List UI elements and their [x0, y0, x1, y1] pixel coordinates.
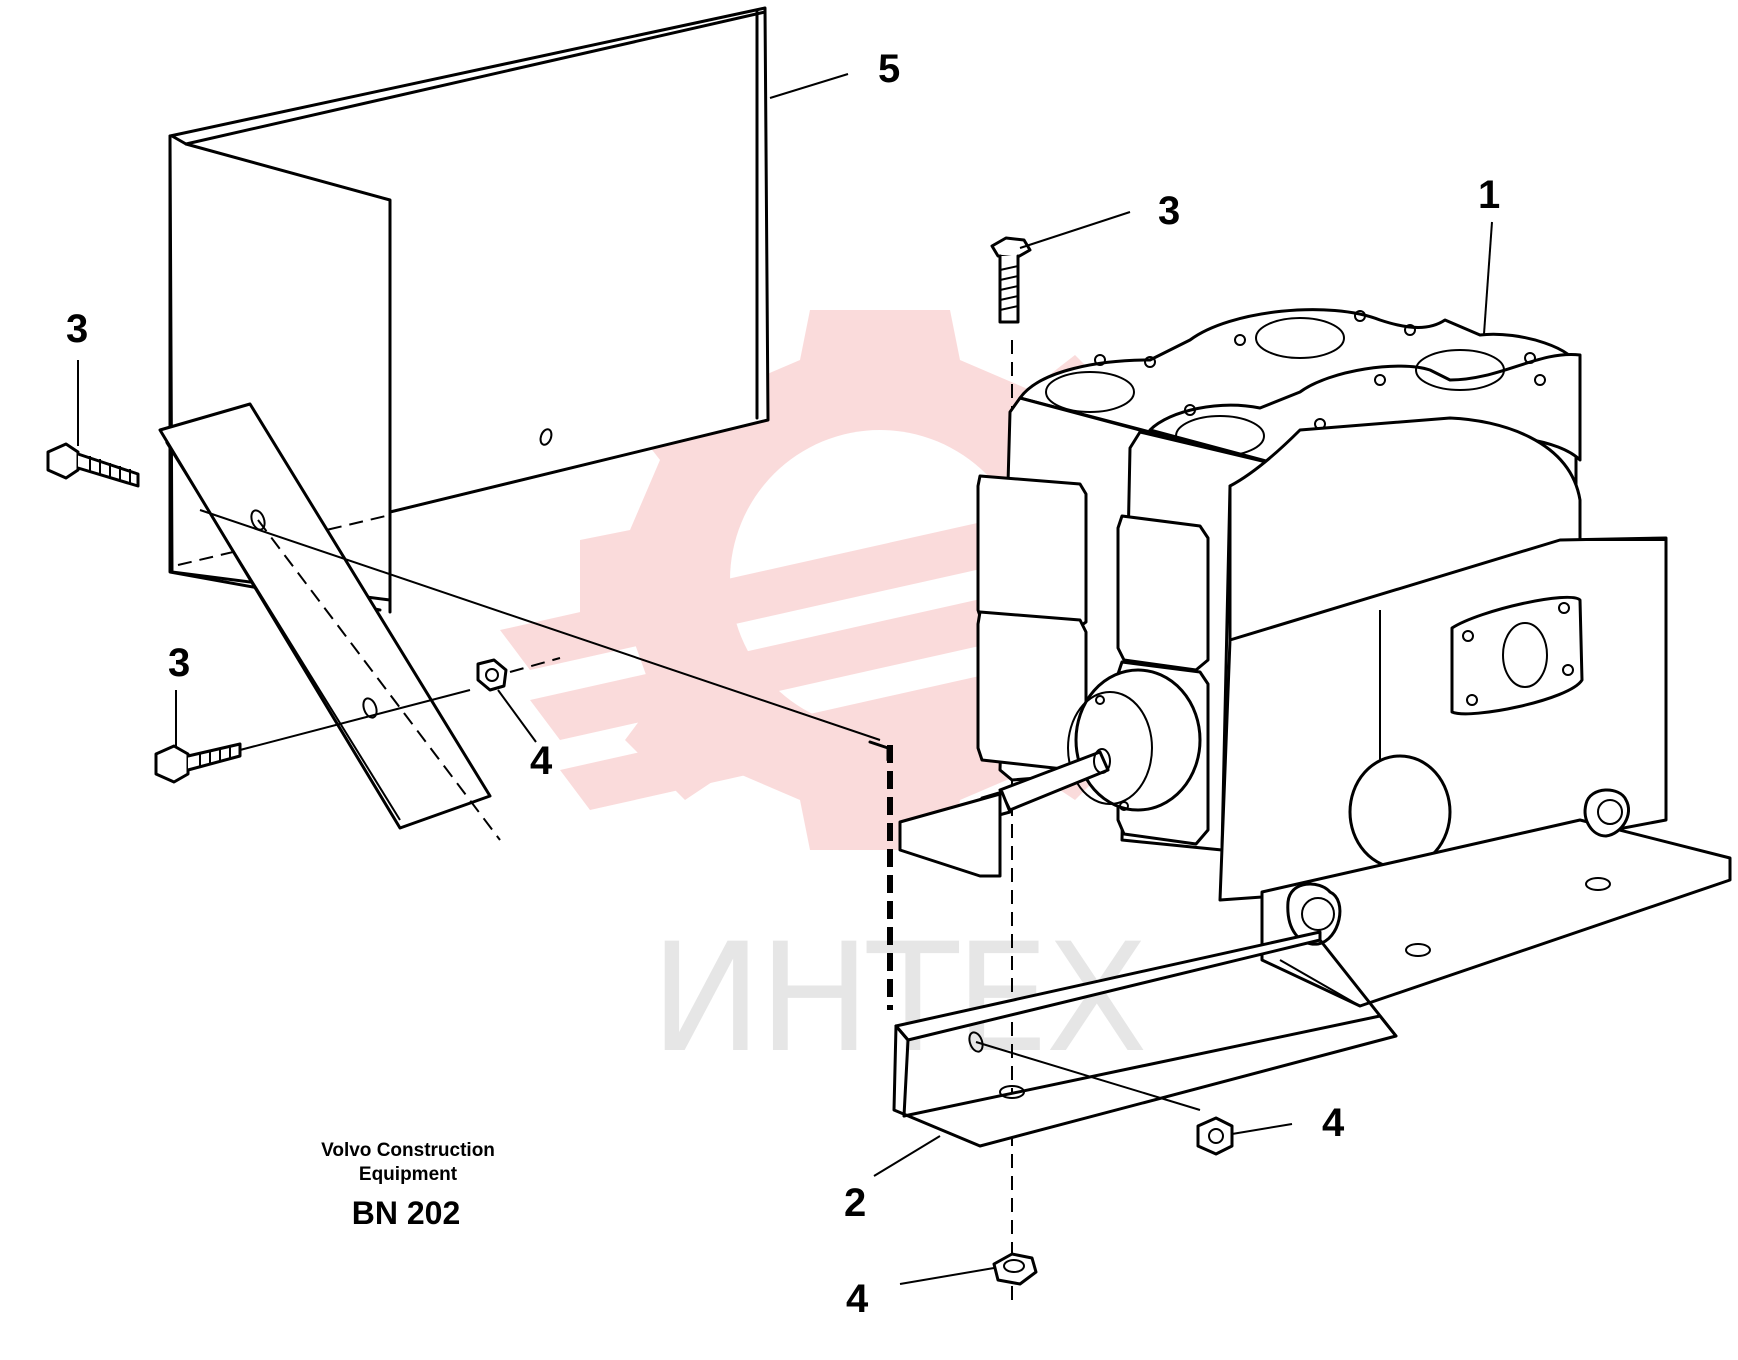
callout-part-3-left-upper: 3 [66, 307, 88, 351]
callout-part-4-left: 4 [530, 739, 553, 783]
callout-part-4-right: 4 [1322, 1101, 1345, 1145]
nut-left-icon [476, 657, 561, 692]
callout-part-1: 1 [1478, 173, 1500, 217]
caption-code: BN 202 [352, 1195, 461, 1231]
callout-part-4-bottom: 4 [846, 1277, 869, 1321]
valve-block-part-1 [898, 308, 1732, 1008]
callout-part-2: 2 [844, 1181, 866, 1225]
callout-part-5: 5 [878, 47, 900, 91]
callout-part-3-top: 3 [1158, 189, 1180, 233]
bolt-left-upper-icon [46, 442, 140, 488]
leader-lines [77, 73, 1493, 1285]
bolt-left-lower-icon [154, 689, 471, 784]
mounting-strip [158, 402, 501, 841]
caption-company-line1: Volvo Construction [321, 1140, 495, 1161]
caption-company-line2: Equipment [359, 1164, 458, 1185]
cover-plate-part-5 [168, 6, 770, 614]
angle-bracket-part-2 [892, 930, 1398, 1148]
nut-right-icon [1196, 1116, 1234, 1156]
bolt-top-icon [990, 236, 1032, 324]
callout-part-3-left-lower: 3 [168, 641, 190, 685]
nut-bottom-icon [992, 1252, 1038, 1286]
